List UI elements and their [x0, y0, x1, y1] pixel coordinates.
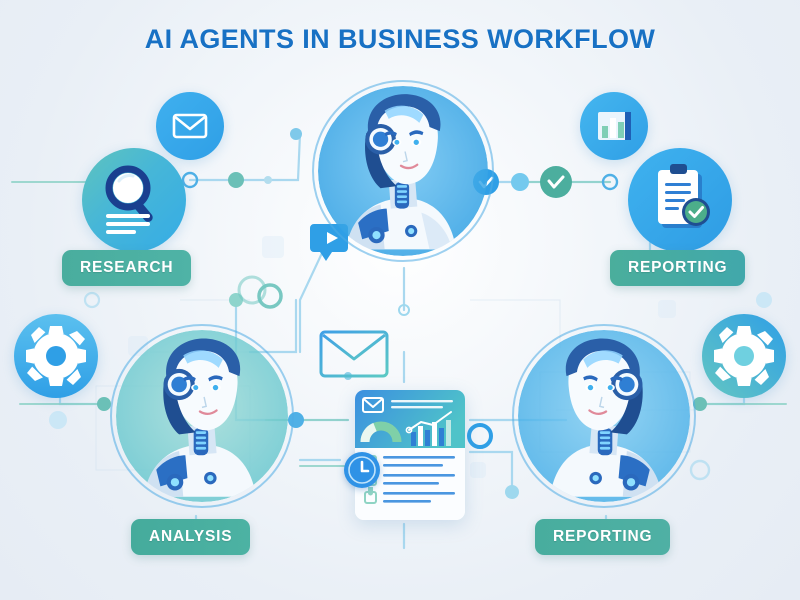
bar-chart-icon[interactable]	[580, 92, 648, 160]
badge-research[interactable]: RESEARCH	[62, 250, 192, 286]
badge-reporting-bottom[interactable]: REPORTING	[535, 519, 671, 555]
gear-icon[interactable]	[14, 314, 98, 398]
badge-label: REPORTING	[553, 528, 653, 545]
agent-portrait-top	[312, 80, 494, 262]
report-envelope-icon	[362, 397, 384, 413]
clock-badge[interactable]	[344, 452, 380, 488]
agent-image-bottom-right	[518, 330, 690, 502]
agent-portrait-bottom-left	[110, 324, 294, 508]
gauge-chart	[360, 421, 402, 443]
badge-reporting-top[interactable]: REPORTING	[610, 250, 746, 286]
badge-label: ANALYSIS	[149, 528, 233, 545]
clipboard-icon[interactable]	[628, 148, 732, 252]
agent-ring	[512, 324, 696, 508]
search-icon[interactable]	[82, 148, 186, 252]
badge-analysis[interactable]: ANALYSIS	[131, 519, 251, 555]
badge-label: REPORTING	[628, 259, 728, 276]
badge-label: RESEARCH	[80, 259, 174, 276]
page-title: AI AGENTS IN BUSINESS WORKFLOW	[144, 24, 656, 54]
agent-portrait-bottom-right	[512, 324, 696, 508]
email-outline-icon	[318, 326, 390, 382]
agent-image-top	[318, 86, 488, 256]
agent-ring	[110, 324, 294, 508]
report-bar-chart	[405, 411, 452, 446]
email-icon[interactable]	[156, 92, 224, 160]
gear-icon[interactable]	[702, 314, 786, 398]
agent-image-bottom-left	[116, 330, 288, 502]
agent-ring	[312, 80, 494, 262]
